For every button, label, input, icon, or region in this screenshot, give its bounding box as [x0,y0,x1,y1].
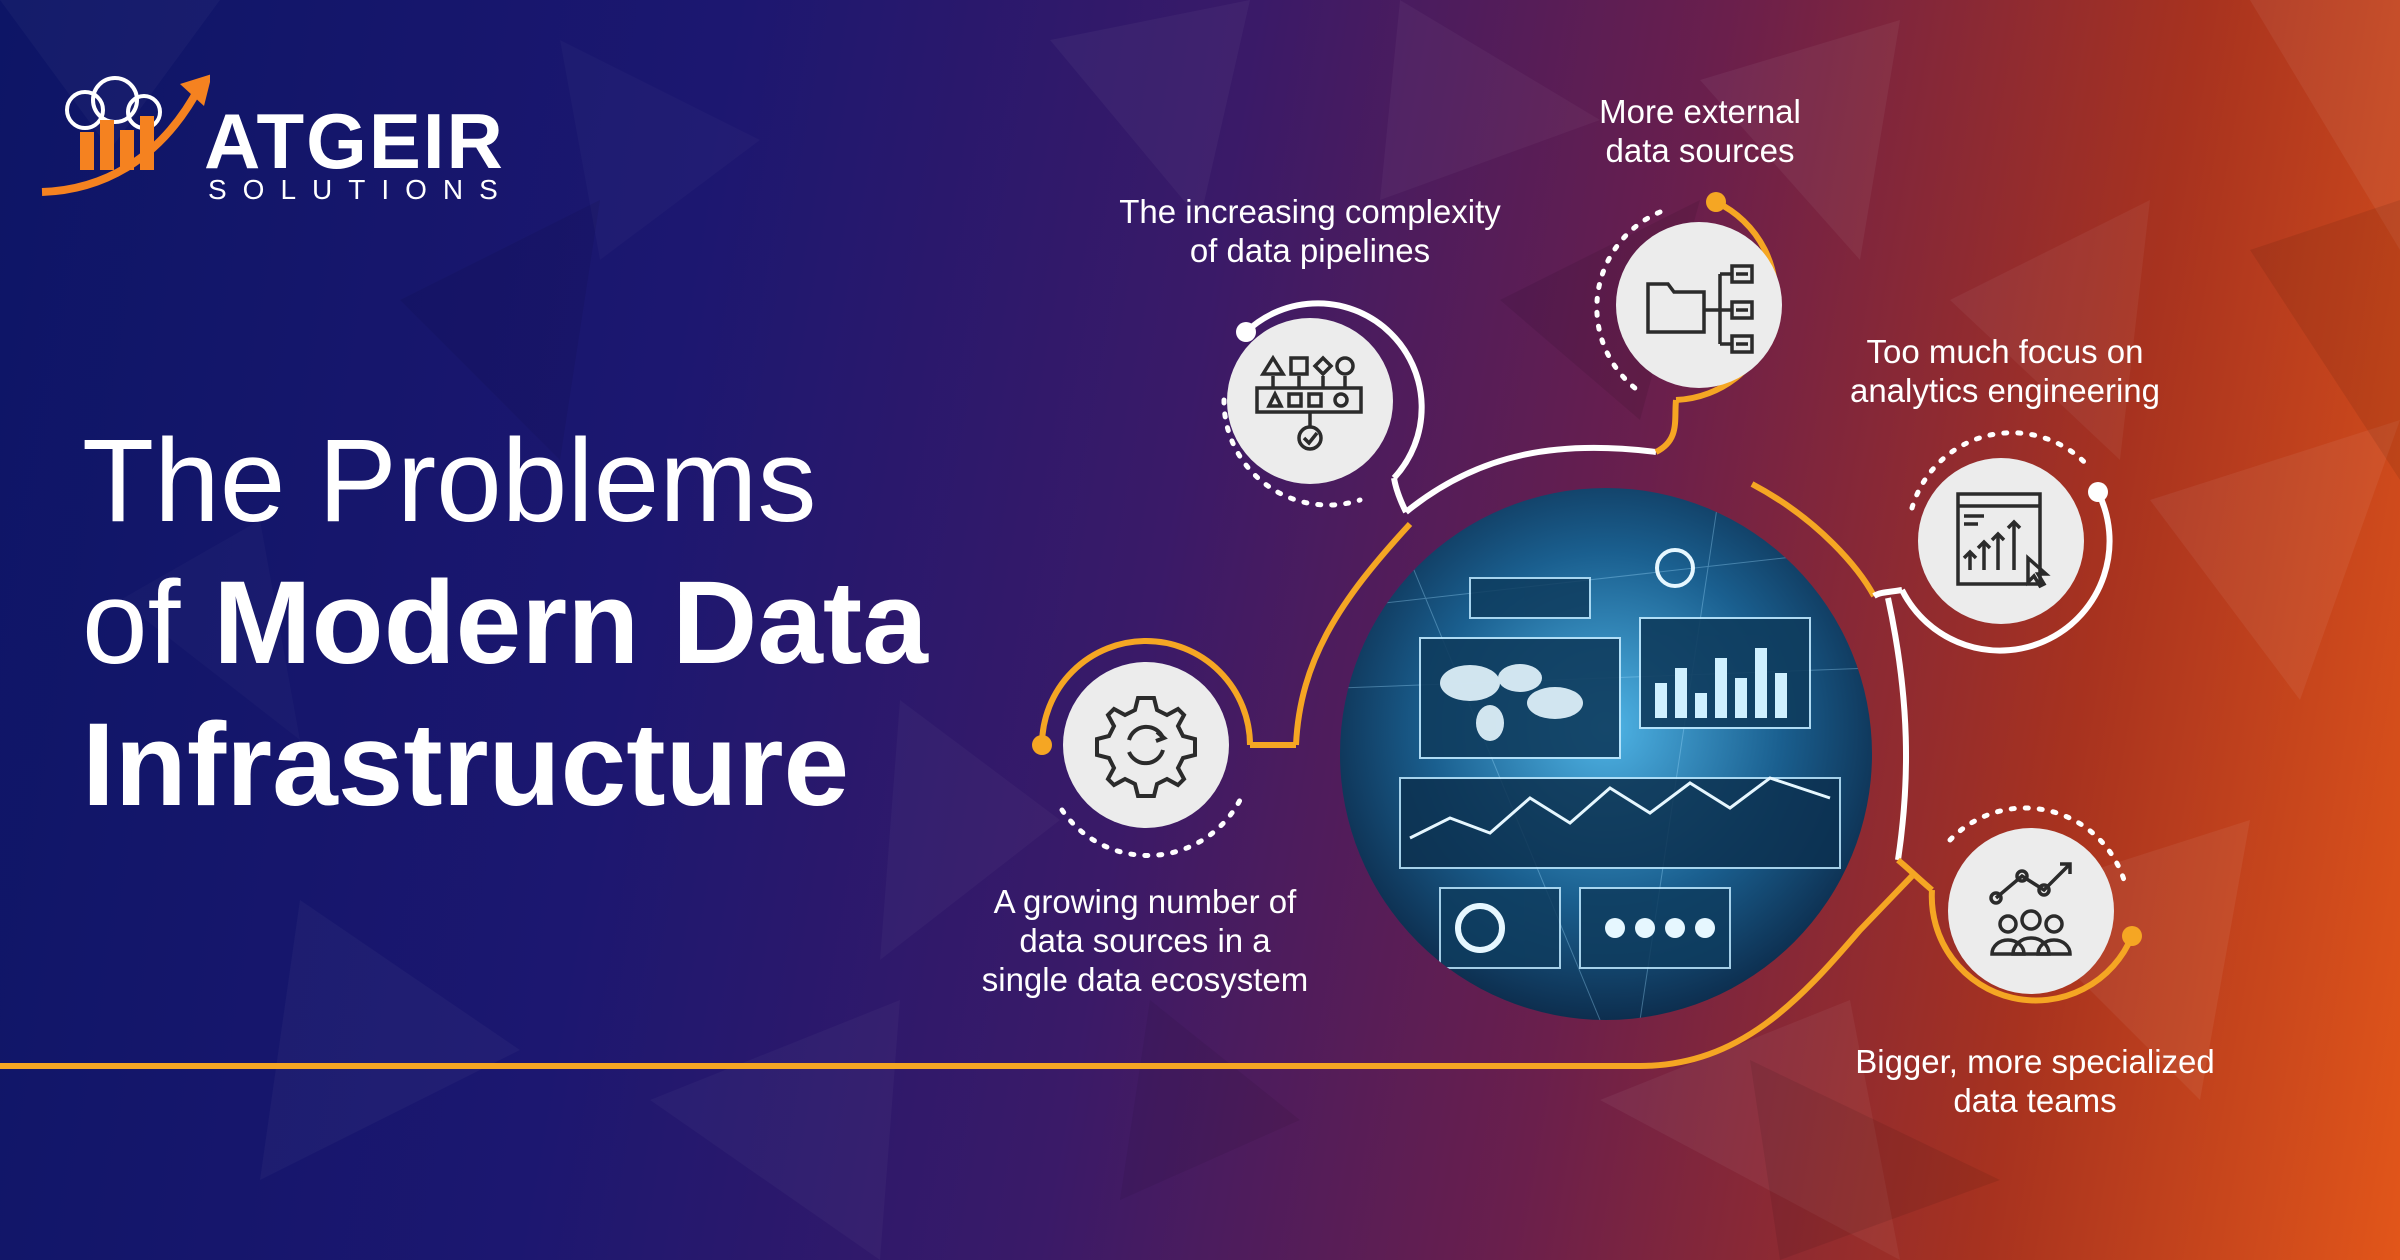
folder-hierarchy-icon [1616,222,1782,388]
label-growing-sources-line-1: A growing number of [993,883,1297,920]
company-logo: ATGEIR SOLUTIONS [40,72,510,204]
logo-subtitle: SOLUTIONS [208,174,514,205]
label-pipeline-complexity: The increasing complexity of data pipeli… [1090,192,1530,270]
white-center-arc-right [1885,597,1910,861]
label-growing-sources-line-2: data sources in a [1019,922,1271,959]
label-analytics-focus: Too much focus on analytics engineering [1820,332,2190,410]
label-external-sources-line-1: More external [1599,93,1801,130]
label-specialized-teams: Bigger, more specialized data teams [1820,1042,2250,1120]
label-growing-sources-line-3: single data ecosystem [981,961,1309,998]
page-title: The Problems of Modern Data Infrastructu… [82,410,928,836]
title-line-2: of Modern Data [82,552,928,694]
label-growing-sources: A growing number of data sources in a si… [960,882,1330,999]
connector-analytics [1872,587,1903,599]
orange-baseline [0,873,1915,1069]
analytics-dashboard-icon [1918,458,2084,624]
white-center-arc [1404,444,1657,515]
title-line-3: Infrastructure [82,699,850,831]
orange-center-arc [1293,521,1413,746]
label-pipeline-complexity-line-1: The increasing complexity [1119,193,1501,230]
title-line-1: The Problems [82,415,817,547]
label-external-sources: More external data sources [1540,92,1860,170]
orange-center-arc-right [1750,481,1877,598]
team-growth-chart-icon [1948,828,2114,994]
label-pipeline-complexity-line-2: of data pipelines [1189,232,1431,269]
logo-wordmark: ATGEIR [204,97,505,185]
label-analytics-focus-line-1: Too much focus on [1866,333,2144,370]
label-analytics-focus-line-2: analytics engineering [1849,372,2161,409]
data-dashboard-photo [1340,488,1872,1020]
label-specialized-teams-line-1: Bigger, more specialized [1855,1043,2215,1080]
title-line-2-light: of [82,557,181,689]
dashboard-illustration [1340,488,1872,1020]
rising-bar-chart-arrow-logo-icon [41,74,210,196]
connector-pipelines [1391,477,1409,514]
title-line-2-bold: Modern Data [213,557,928,689]
gear-refresh-icon [1063,662,1229,828]
connector-teams [1896,857,1934,893]
label-specialized-teams-line-2: data teams [1953,1082,2117,1119]
connector-external [1654,399,1679,455]
label-external-sources-line-2: data sources [1605,132,1795,169]
workflow-shapes-icon [1227,318,1393,484]
